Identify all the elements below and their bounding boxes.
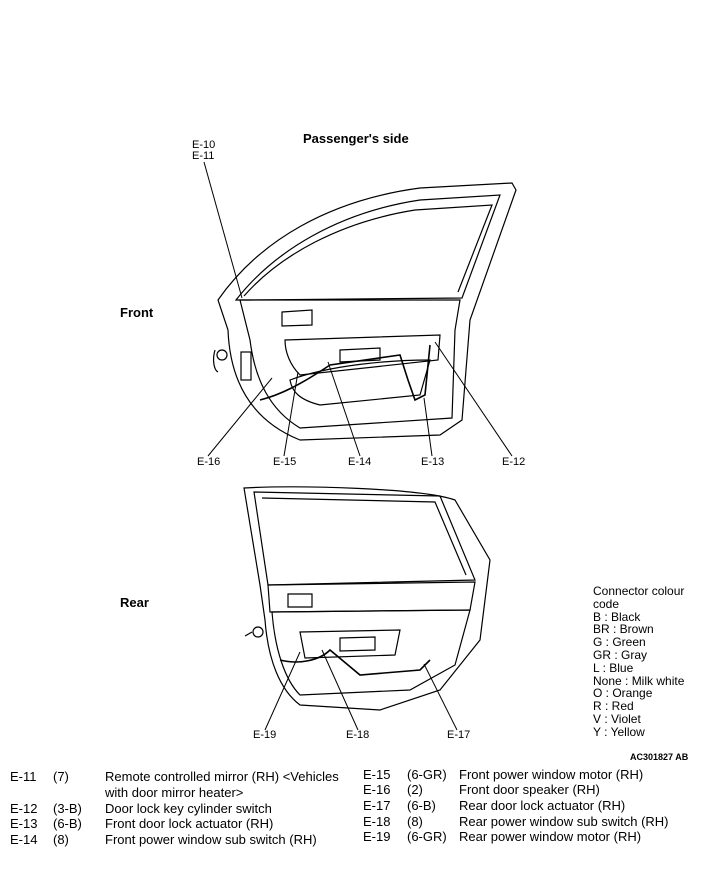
connector-id: E-16: [363, 782, 391, 797]
connector-pins: (6-B): [53, 816, 82, 831]
connector-desc: Front power window motor (RH): [459, 767, 644, 782]
figure-id: AC301827 AB: [630, 752, 689, 762]
callout-e15: E-15: [273, 456, 297, 468]
connector-desc: Front door lock actuator (RH): [105, 816, 274, 831]
callout-e19: E-19: [253, 729, 277, 741]
connector-id: E-17: [363, 798, 391, 813]
connector-pins: (6-B): [407, 798, 436, 813]
connector-id: E-15: [363, 767, 391, 782]
legend-item: O : Orange: [593, 686, 653, 701]
callout-e13: E-13: [421, 456, 445, 468]
connector-pins: (6-GR): [407, 829, 447, 844]
connector-pins: (2): [407, 782, 423, 797]
connector-id: E-19: [363, 829, 391, 844]
diagram-title: Passenger's side: [303, 131, 409, 146]
callout-e14: E-14: [348, 456, 372, 468]
callout-e10: E-10: [192, 139, 216, 151]
legend-item: Y : Yellow: [593, 724, 645, 739]
legend-item: B : Black: [593, 609, 641, 624]
front-door-drawing: [212, 182, 517, 441]
legend-item: R : Red: [593, 699, 634, 714]
callout-e16: E-16: [197, 456, 221, 468]
connector-pins: (3-B): [53, 801, 82, 816]
connector-desc: Rear power window motor (RH): [459, 829, 642, 844]
connector-id: E-11: [10, 769, 37, 784]
legend-item: GR : Gray: [593, 647, 648, 662]
callout-e17: E-17: [447, 729, 471, 741]
connector-pins: (7): [53, 769, 69, 784]
rear-label: Rear: [120, 595, 149, 610]
callout-e12: E-12: [502, 456, 526, 468]
callout-e11: E-11: [192, 150, 215, 162]
connector-pins: (8): [407, 814, 423, 829]
connector-pins: (8): [53, 832, 69, 847]
legend-item: G : Green: [593, 635, 646, 650]
legend-item: BR : Brown: [593, 622, 654, 637]
connector-desc: with door mirror heater>: [105, 785, 244, 800]
connector-id: E-13: [10, 816, 38, 831]
connector-desc: Rear power window sub switch (RH): [459, 814, 669, 829]
connector-desc: Front power window sub switch (RH): [105, 832, 317, 847]
callout-e18: E-18: [346, 729, 370, 741]
legend-item: V : Violet: [593, 711, 641, 726]
connector-desc: Remote controlled mirror (RH) <Vehicles: [105, 769, 339, 784]
connector-desc: Door lock key cylinder switch: [105, 801, 272, 816]
connector-colour-legend: Connector colour code B : Black BR : Bro…: [593, 585, 693, 739]
rear-door-drawing: [243, 486, 491, 711]
connector-id: E-14: [10, 832, 38, 847]
leader-lines: [203, 161, 513, 731]
legend-item: None : Milk white: [593, 673, 685, 688]
connector-id: E-18: [363, 814, 391, 829]
connector-desc: Rear door lock actuator (RH): [459, 798, 626, 813]
front-label: Front: [120, 305, 154, 320]
connector-id: E-12: [10, 801, 38, 816]
connector-desc: Front door speaker (RH): [459, 782, 600, 797]
connector-pins: (6-GR): [407, 767, 447, 782]
legend-item: L : Blue: [593, 660, 634, 675]
legend-title: Connector colour code: [593, 584, 685, 611]
